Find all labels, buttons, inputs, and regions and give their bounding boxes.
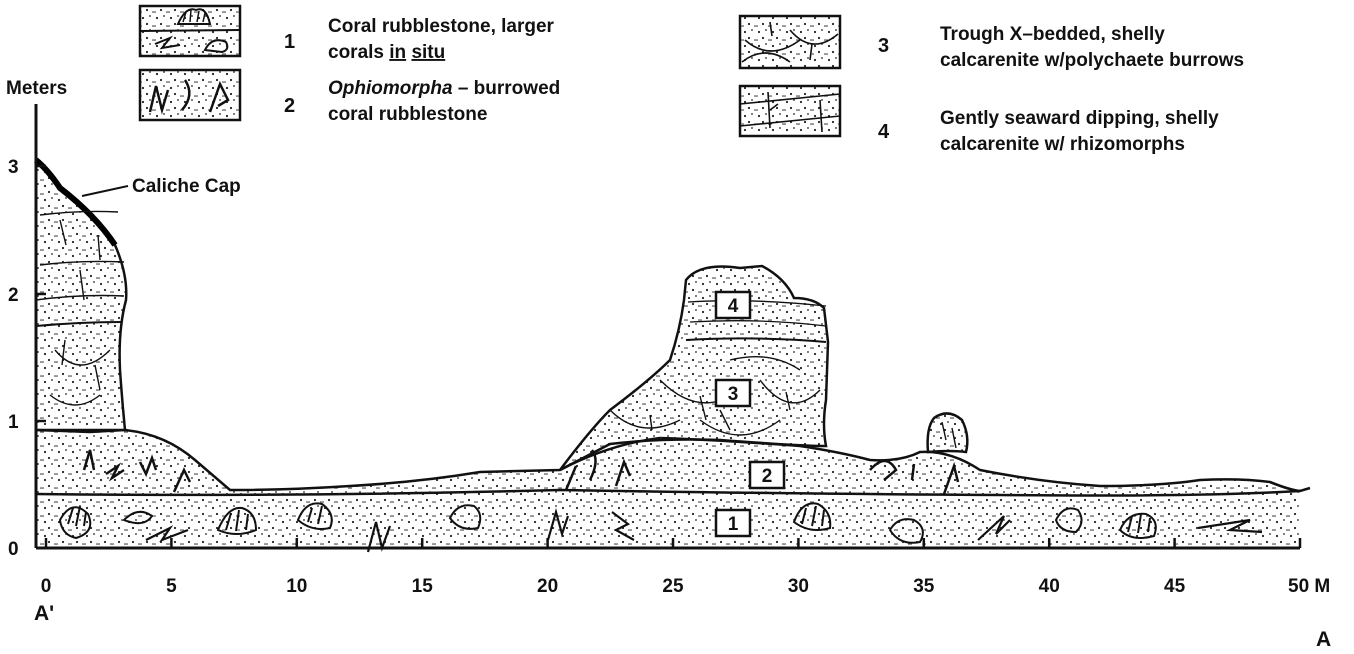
x-tick-label: 50 M bbox=[1288, 576, 1330, 597]
pinnacle-unit-4 bbox=[928, 413, 968, 452]
legend-item-2: 2 Ophiomorpha – burrowed coral rubblesto… bbox=[140, 70, 560, 125]
unit-box-1: 1 bbox=[728, 514, 739, 535]
legend-number-2: 2 bbox=[284, 95, 295, 117]
unit-box-4: 4 bbox=[728, 296, 739, 317]
legend-text-3-line2: calcarenite w/polychaete burrows bbox=[940, 50, 1244, 71]
legend-number-1: 1 bbox=[284, 31, 295, 53]
y-tick-1: 1 bbox=[8, 412, 19, 433]
legend-text-1-line1: Coral rubblestone, larger bbox=[328, 16, 555, 37]
central-mound-units-3-4 bbox=[560, 266, 828, 470]
unit-box-3: 3 bbox=[728, 384, 739, 405]
legend-number-4: 4 bbox=[878, 121, 890, 143]
y-tick-2: 2 bbox=[8, 285, 19, 306]
legend-item-1: 1 Coral rubblestone, larger corals in si… bbox=[140, 6, 555, 63]
y-tick-3: 3 bbox=[8, 157, 19, 178]
section-end-right-label: A bbox=[1316, 628, 1331, 651]
legend-item-4: 4 Gently seaward dipping, shelly calcare… bbox=[740, 86, 1219, 155]
x-tick-label: 20 bbox=[537, 576, 558, 597]
legend-item-3: 3 Trough X–bedded, shelly calcarenite w/… bbox=[740, 16, 1244, 71]
y-tick-0: 0 bbox=[8, 539, 19, 560]
unit-box-2: 2 bbox=[762, 466, 773, 487]
x-tick-label: 15 bbox=[412, 576, 434, 597]
coral-rubblestone-swatch bbox=[140, 6, 240, 56]
x-tick-label: 35 bbox=[913, 576, 935, 597]
legend-text-2-line2: coral rubblestone bbox=[328, 104, 487, 125]
x-tick-label: 0 bbox=[41, 576, 52, 597]
x-axis: 0 5 10 15 20 25 30 35 40 45 50 M bbox=[36, 538, 1330, 597]
trough-crossbedded-swatch bbox=[740, 16, 840, 68]
caliche-leader-line bbox=[82, 186, 128, 196]
section-end-left-label: A' bbox=[34, 602, 54, 625]
y-axis-label: Meters bbox=[6, 78, 67, 99]
legend: 1 Coral rubblestone, larger corals in si… bbox=[140, 6, 1244, 155]
x-tick-label: 45 bbox=[1164, 576, 1186, 597]
legend-text-1-line2: corals in situ bbox=[328, 42, 445, 63]
legend-number-3: 3 bbox=[878, 35, 889, 57]
caliche-cap-label: Caliche Cap bbox=[132, 176, 241, 197]
legend-text-4-line2: calcarenite w/ rhizomorphs bbox=[940, 134, 1185, 155]
cross-section-profile bbox=[36, 160, 1310, 552]
x-tick-label: 5 bbox=[166, 576, 177, 597]
x-tick-label: 40 bbox=[1039, 576, 1060, 597]
seaward-dipping-swatch bbox=[740, 86, 840, 136]
x-tick-label: 10 bbox=[286, 576, 307, 597]
legend-text-2-line1: Ophiomorpha – burrowed bbox=[328, 78, 560, 99]
x-tick-label: 25 bbox=[662, 576, 684, 597]
legend-text-4-line1: Gently seaward dipping, shelly bbox=[940, 108, 1219, 129]
ophiomorpha-rubblestone-swatch bbox=[140, 70, 240, 120]
x-tick-label: 30 bbox=[788, 576, 809, 597]
legend-text-3-line1: Trough X–bedded, shelly bbox=[940, 24, 1165, 45]
unit-1-coral-rubblestone bbox=[36, 490, 1300, 548]
